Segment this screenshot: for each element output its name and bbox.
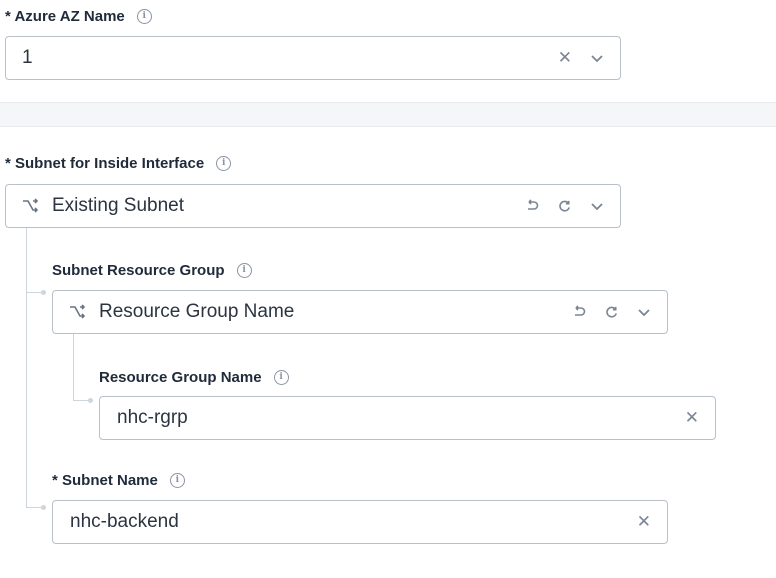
refresh-icon[interactable]	[604, 305, 619, 320]
undo-icon[interactable]	[523, 198, 539, 214]
subnet-resource-group-label-text: Subnet Resource Group	[52, 262, 225, 279]
tree-node-dot	[41, 290, 46, 295]
section-divider	[0, 102, 776, 127]
subnet-resource-group-mode-value: Resource Group Name	[99, 301, 295, 322]
subnet-name-label-text: * Subnet Name	[52, 472, 158, 489]
resource-group-name-input[interactable]: nhc-rgrp ✕	[99, 396, 716, 440]
az-name-value: 1	[22, 47, 33, 68]
subnet-inside-mode-value: Existing Subnet	[52, 195, 185, 216]
subnet-resource-group-mode-select[interactable]: Resource Group Name	[52, 290, 668, 334]
tree-connector	[26, 292, 44, 293]
branch-switch-icon	[20, 196, 40, 216]
info-icon[interactable]: i	[216, 156, 232, 171]
info-icon[interactable]: i	[273, 370, 289, 385]
az-name-label: * Azure AZ Name i	[5, 8, 152, 25]
info-icon[interactable]: i	[136, 9, 152, 24]
subnet-inside-mode-select[interactable]: Existing Subnet	[5, 184, 621, 228]
close-icon[interactable]: ✕	[557, 48, 572, 67]
tree-node-dot	[41, 505, 46, 510]
tree-node-dot	[88, 398, 93, 403]
subnet-name-label: * Subnet Name i	[52, 472, 185, 489]
chevron-down-icon[interactable]	[590, 53, 604, 63]
refresh-icon[interactable]	[557, 199, 572, 214]
tree-connector	[26, 228, 27, 508]
tree-connector	[73, 334, 74, 400]
az-name-select[interactable]: 1 ✕	[5, 36, 621, 80]
tree-connector	[26, 507, 44, 508]
close-icon[interactable]: ✕	[636, 512, 651, 531]
chevron-down-icon[interactable]	[637, 307, 651, 317]
undo-icon[interactable]	[570, 304, 586, 320]
resource-group-name-label-text: Resource Group Name	[99, 369, 262, 386]
chevron-down-icon[interactable]	[590, 201, 604, 211]
subnet-name-value: nhc-backend	[70, 511, 179, 532]
branch-switch-icon	[67, 302, 87, 322]
resource-group-name-value: nhc-rgrp	[117, 407, 188, 428]
resource-group-name-label: Resource Group Name i	[99, 369, 289, 386]
az-name-label-text: * Azure AZ Name	[5, 8, 125, 25]
info-icon[interactable]: i	[169, 473, 185, 488]
subnet-inside-label: * Subnet for Inside Interface i	[5, 155, 232, 172]
close-icon[interactable]: ✕	[684, 408, 699, 427]
subnet-inside-label-text: * Subnet for Inside Interface	[5, 155, 205, 172]
tree-connector	[73, 400, 91, 401]
subnet-name-input[interactable]: nhc-backend ✕	[52, 500, 668, 544]
info-icon[interactable]: i	[236, 263, 252, 278]
subnet-resource-group-label: Subnet Resource Group i	[52, 262, 252, 279]
